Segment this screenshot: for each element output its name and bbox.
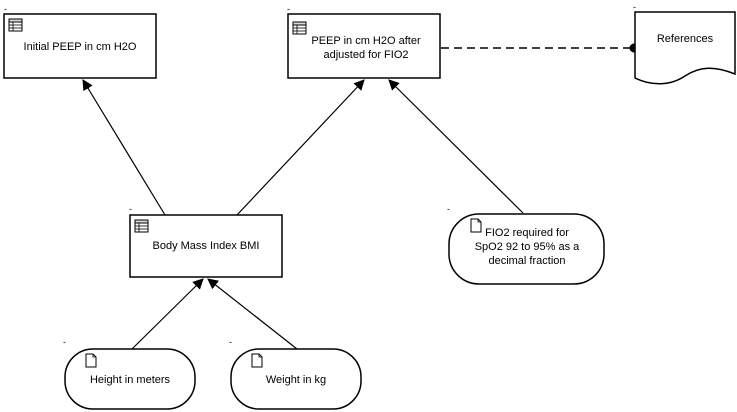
edge-weight-to-bmi[interactable] (207, 278, 298, 350)
peep-adjusted-label-line2: adjusted for FIO2 (324, 49, 409, 61)
peep-adjusted-box (287, 13, 441, 79)
fio2-label-line2: SpO2 92 to 95% as a (475, 241, 580, 253)
document-icon (470, 218, 482, 233)
edge-bmi-to-initial-peep[interactable] (82, 79, 166, 216)
edges (82, 43, 639, 350)
node-marker: - (63, 337, 66, 347)
node-marker: - (4, 4, 7, 14)
node-marker: - (633, 2, 636, 12)
references-label: References (657, 33, 714, 45)
node-marker: - (129, 204, 132, 214)
node-references[interactable]: - References (633, 2, 736, 85)
table-icon (292, 21, 307, 35)
node-height[interactable]: - Height in meters (63, 337, 196, 410)
node-fio2[interactable]: - FIO2 required for SpO2 92 to 95% as a … (447, 204, 605, 285)
node-weight[interactable]: - Weight in kg (229, 337, 362, 410)
initial-peep-box (3, 13, 157, 79)
document-icon (251, 353, 263, 368)
node-marker: - (447, 204, 450, 214)
edge-height-to-bmi[interactable] (131, 278, 204, 350)
fio2-label-line3: decimal fraction (488, 255, 565, 267)
node-bmi[interactable]: - Body Mass Index BMI (129, 204, 283, 278)
fio2-label-line1: FIO2 required for (485, 227, 569, 239)
bmi-label: Body Mass Index BMI (153, 240, 260, 252)
edge-fio2-to-peep-adjusted[interactable] (388, 79, 524, 214)
document-icon (85, 353, 97, 368)
height-label: Height in meters (90, 374, 171, 386)
height-rounded-box (64, 348, 196, 410)
node-marker: - (287, 4, 290, 14)
node-marker: - (229, 337, 232, 347)
initial-peep-label: Initial PEEP in cm H2O (24, 41, 137, 53)
weight-rounded-box (230, 348, 362, 410)
node-initial-peep[interactable]: - Initial PEEP in cm H2O (3, 4, 157, 79)
references-document-shape (634, 11, 736, 85)
weight-label: Weight in kg (266, 374, 326, 386)
edge-bmi-to-peep-adjusted[interactable] (236, 79, 365, 216)
table-icon (8, 18, 23, 32)
peep-adjusted-label-line1: PEEP in cm H2O after (311, 35, 421, 47)
table-icon (134, 219, 149, 233)
fio2-rounded-box (448, 213, 605, 285)
bmi-box (129, 214, 283, 278)
node-peep-adjusted[interactable]: - PEEP in cm H2O after adjusted for FIO2 (287, 4, 441, 79)
